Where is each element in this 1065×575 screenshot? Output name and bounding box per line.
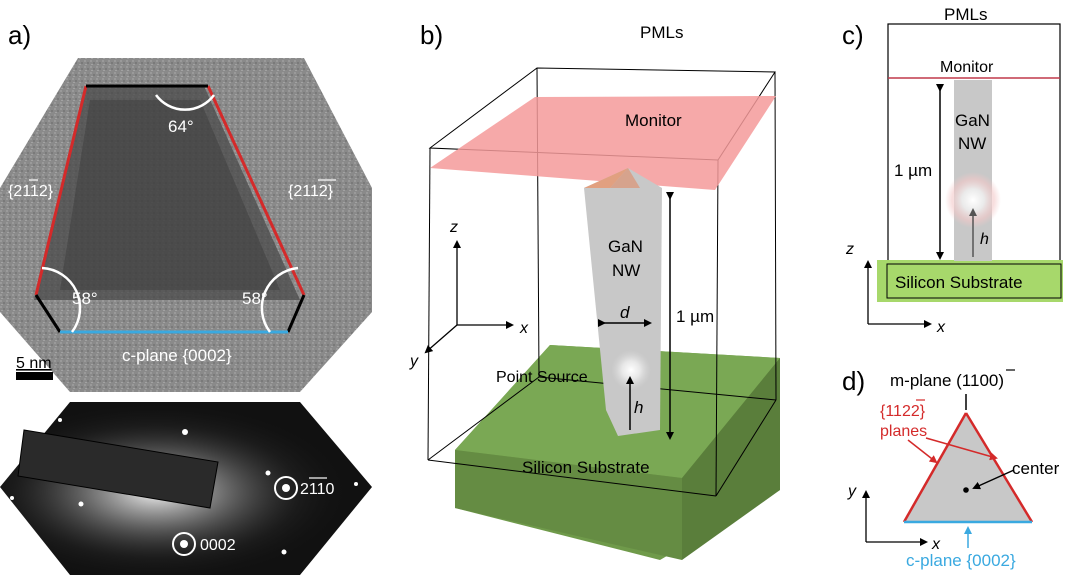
spot-label-2: 0002 xyxy=(200,537,236,554)
nw-label-b1: GaN xyxy=(608,237,643,256)
plane-right-d xyxy=(964,412,1034,523)
angle-top: 64° xyxy=(168,117,194,136)
planes-arrow-left xyxy=(907,439,938,464)
panel-c-label: c) xyxy=(842,20,864,50)
panel-c: c) PMLs Silicon Substrate Monitor GaN NW… xyxy=(842,5,1063,336)
height-label-b: h xyxy=(634,398,643,417)
center-dot xyxy=(963,487,969,493)
pml-label-c: PMLs xyxy=(944,5,987,24)
facet-right-line xyxy=(206,85,306,296)
angle-right: 58° xyxy=(242,289,268,308)
planes-label-2: planes xyxy=(880,423,927,440)
angle-arc-right xyxy=(260,266,299,333)
beam-stop xyxy=(17,429,219,509)
axes-d xyxy=(862,490,928,546)
panel-d: d) m-plane (1100) {1122} planes center c… xyxy=(842,366,1060,570)
c-plane-label-d: c-plane {0002} xyxy=(906,551,1016,570)
planes-arrow-right xyxy=(925,437,998,461)
planes-label-1: {1122} xyxy=(880,403,926,420)
axes-c xyxy=(864,260,932,328)
axis-x-d: x xyxy=(931,536,941,553)
nw-label-c2: NW xyxy=(958,134,986,153)
monitor-label-b: Monitor xyxy=(625,111,682,130)
substrate-c xyxy=(877,260,1063,302)
diameter-label: d xyxy=(620,303,630,322)
panel-b-label: b) xyxy=(420,20,443,50)
axis-x-c: x xyxy=(936,319,946,336)
center-arrow xyxy=(972,469,1015,490)
angle-left: 58° xyxy=(72,289,98,308)
facet-left-line xyxy=(34,85,88,296)
pml-label-b: PMLs xyxy=(640,23,683,42)
axis-z-c: z xyxy=(845,241,854,258)
m-plane-label: m-plane (1100) xyxy=(890,371,1004,390)
nw-label-c1: GaN xyxy=(955,111,990,130)
center-label: center xyxy=(1012,459,1060,478)
facet-right-label: {2112} xyxy=(288,183,334,200)
substrate-label-b: Silicon Substrate xyxy=(522,458,650,477)
plane-left-d xyxy=(902,412,968,523)
panel-d-label: d) xyxy=(842,366,865,396)
scale-bar-label: 5 nm xyxy=(16,355,52,372)
angle-arc-top xyxy=(154,94,216,111)
point-source-label: Point Source xyxy=(496,369,588,386)
length-label-b: 1 µm xyxy=(676,307,714,326)
c-plane-label: c-plane {0002} xyxy=(122,346,232,365)
monitor-label-c: Monitor xyxy=(940,59,994,76)
facet-left-label: {2112} xyxy=(8,183,54,200)
height-label-c: h xyxy=(980,231,989,248)
scale-bar xyxy=(16,372,53,380)
axis-z-b: z xyxy=(449,219,458,236)
axis-y-d: y xyxy=(847,483,857,500)
panel-b: b) PMLs Monitor GaN NW d xyxy=(409,20,780,560)
spot-label-1: 2110 xyxy=(300,481,335,498)
triangle-d xyxy=(904,413,1032,522)
monitor-plane-b xyxy=(430,96,776,190)
nw-label-b2: NW xyxy=(612,261,640,280)
angle-arc-left xyxy=(41,266,82,333)
substrate-label-c: Silicon Substrate xyxy=(895,273,1023,292)
diffraction-spots xyxy=(10,418,358,555)
axis-x-b: x xyxy=(519,320,529,337)
panel-a-label: a) xyxy=(8,20,31,50)
length-label-c: 1 µm xyxy=(894,161,932,180)
axis-y-b: y xyxy=(409,353,419,370)
axes-b xyxy=(424,240,514,354)
panel-a: a) 64° 58° 58° {2112} {2112} c-plane {00… xyxy=(0,20,372,575)
